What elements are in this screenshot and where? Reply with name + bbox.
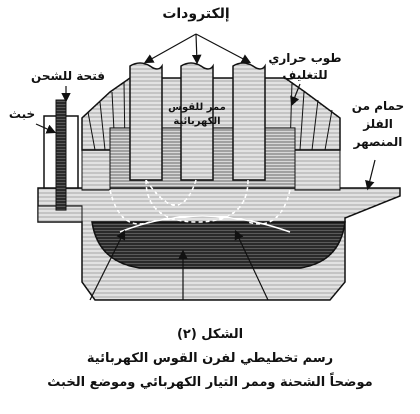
- label-arc-line2: الكهربائية: [173, 116, 220, 127]
- label-electrodes: إلكترودات: [162, 6, 229, 22]
- electrode-right: [232, 62, 266, 181]
- arc-solid-curve: [119, 215, 291, 233]
- molten-bath: [91, 221, 346, 269]
- arc-path: [109, 179, 291, 225]
- label-leaders: [35, 33, 376, 191]
- label-refractory-line2: للتغليف: [282, 68, 327, 82]
- label-molten-line2: الفلز: [362, 117, 393, 131]
- caption-line1: رسم تخطيطي لفرن القوس الكهربائية: [87, 351, 333, 366]
- electrode-left: [129, 62, 163, 181]
- label-refractory-line1: طوب حراري: [268, 51, 341, 66]
- caption-line2: موضحاً الشحنة وممر التيار الكهربائي وموض…: [47, 372, 372, 390]
- label-arc-line1: ممر للقوس: [168, 102, 226, 113]
- charge-arrows: [89, 229, 269, 301]
- electrodes: [129, 62, 266, 181]
- label-charging-door: فتحة للشحن: [31, 69, 105, 83]
- label-molten-line1: حمام من: [352, 99, 404, 114]
- label-slag: خبث: [9, 107, 35, 121]
- figure-number: الشكل (٢): [177, 327, 243, 342]
- label-molten-line3: المنصهر: [353, 135, 403, 149]
- electrode-center: [180, 62, 214, 181]
